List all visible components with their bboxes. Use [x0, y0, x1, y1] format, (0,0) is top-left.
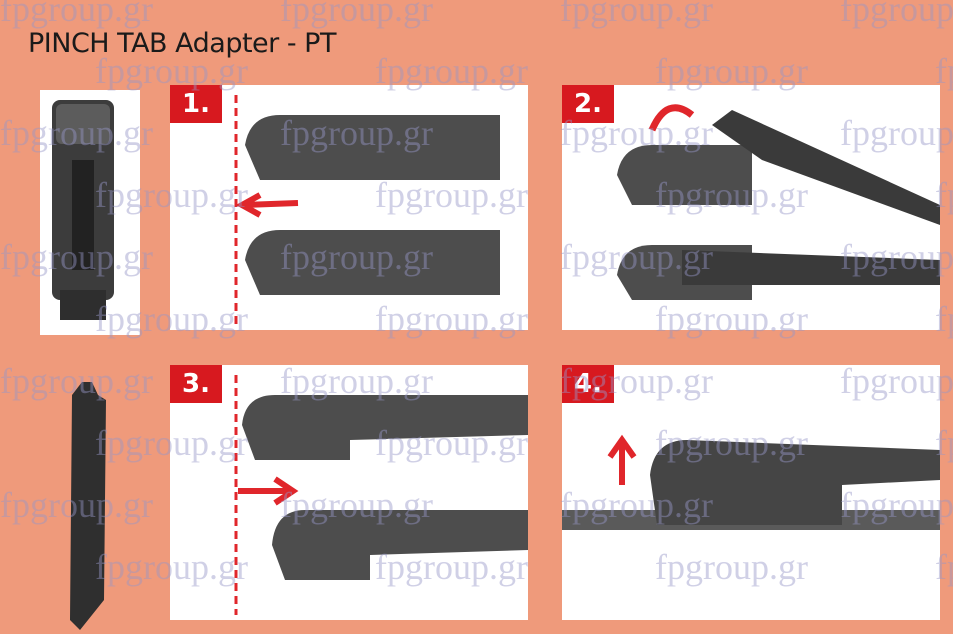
step-1-panel: 1. [170, 85, 528, 330]
step-1-illustration [234, 95, 500, 325]
step-4-badge: 4. [562, 365, 614, 403]
step-2-badge: 2. [562, 85, 614, 123]
step-2-panel: 2. [562, 85, 940, 330]
step-4-panel: 4. [562, 365, 940, 620]
step-1-badge: 1. [170, 85, 222, 123]
page-title: PINCH TAB Adapter - PT [28, 28, 336, 59]
step-3-badge: 3. [170, 365, 222, 403]
step-3-panel: 3. [170, 365, 528, 620]
step-2-illustration [617, 104, 940, 300]
step-3-illustration [234, 375, 528, 615]
step-4-illustration [562, 434, 940, 530]
